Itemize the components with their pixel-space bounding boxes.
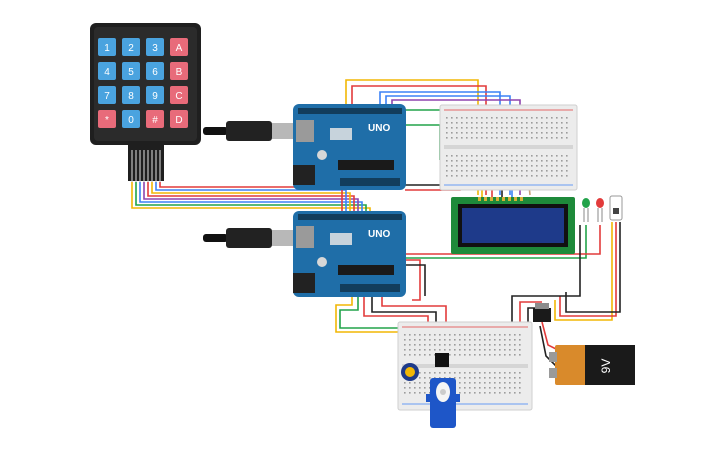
wire-keypad-6 <box>151 182 351 212</box>
keypad-key-A[interactable]: A <box>170 38 188 56</box>
battery-9v: 9V <box>549 345 635 385</box>
keypad-pins <box>131 150 161 182</box>
wire-top-7 <box>405 124 441 160</box>
usb-cable-top <box>203 121 298 141</box>
keypad-key-9[interactable]: 9 <box>146 86 164 104</box>
keypad-key-3[interactable]: 3 <box>146 38 164 56</box>
keypad-key-1[interactable]: 1 <box>98 38 116 56</box>
keypad-key-label: 2 <box>128 43 134 54</box>
keypad-key-#[interactable]: # <box>146 110 164 128</box>
led-green <box>582 198 590 222</box>
keypad-key-label: * <box>105 115 109 126</box>
led-red <box>596 198 604 222</box>
wire-keypad-7 <box>155 182 347 212</box>
voltage-regulator <box>533 303 551 322</box>
keypad-key-label: 0 <box>128 115 134 126</box>
wire-led-1 <box>405 225 587 259</box>
breadboard-bottom[interactable] <box>397 321 533 411</box>
wire-keypad-2 <box>135 182 367 212</box>
wire-bot-5 <box>381 296 447 335</box>
keypad-key-label: C <box>175 91 182 102</box>
keypad-key-label: 6 <box>152 67 158 78</box>
wire-switch-2 <box>559 222 617 317</box>
keypad-key-8[interactable]: 8 <box>122 86 140 104</box>
keypad-key-C[interactable]: C <box>170 86 188 104</box>
potentiometer[interactable] <box>401 363 419 381</box>
keypad-key-7[interactable]: 7 <box>98 86 116 104</box>
wire-keypad-8 <box>159 182 343 212</box>
keypad-key-label: 8 <box>128 91 134 102</box>
wire-bot-2 <box>339 296 420 329</box>
ic-chip <box>435 353 449 367</box>
keypad-key-*[interactable]: * <box>98 110 116 128</box>
keypad-key-label: 3 <box>152 43 158 54</box>
keypad-key-2[interactable]: 2 <box>122 38 140 56</box>
wire-bot-1 <box>335 296 412 333</box>
keypad-key-0[interactable]: 0 <box>122 110 140 128</box>
wire-switch-1 <box>554 222 613 321</box>
keypad-key-B[interactable]: B <box>170 62 188 80</box>
keypad[interactable]: 1 2 3 A 4 5 6 B 7 8 9 C * 0 # D <box>90 23 201 182</box>
wire-bot-6 <box>405 259 421 301</box>
keypad-key-label: D <box>175 115 182 126</box>
keypad-key-label: 4 <box>104 67 110 78</box>
uno-label-bottom: UNO <box>368 229 390 240</box>
keypad-key-label: 9 <box>152 91 158 102</box>
wire-bot-7 <box>405 264 426 296</box>
breadboard-top-holes <box>446 117 568 177</box>
usb-cable-bottom <box>203 228 298 248</box>
keypad-key-label: B <box>176 67 183 78</box>
arduino-uno-top[interactable]: UNO <box>293 104 406 190</box>
keypad-key-label: 5 <box>128 67 134 78</box>
wire-keypad-5 <box>147 182 355 212</box>
arduino-uno-bottom[interactable]: UNO <box>293 211 406 297</box>
keypad-key-5[interactable]: 5 <box>122 62 140 80</box>
keypad-key-label: 1 <box>104 43 110 54</box>
keypad-key-4[interactable]: 4 <box>98 62 116 80</box>
wire-keypad-1 <box>131 182 371 212</box>
battery-label: 9V <box>599 359 613 374</box>
servo-motor[interactable] <box>426 378 460 428</box>
wire-keypad-4 <box>143 182 359 212</box>
keypad-key-6[interactable]: 6 <box>146 62 164 80</box>
wire-reg-1 <box>511 225 581 335</box>
lcd-pins <box>478 197 523 201</box>
uno-label-top: UNO <box>368 123 390 134</box>
keypad-key-label: # <box>152 115 158 126</box>
wire-keypad-3 <box>139 182 363 212</box>
keypad-keys: 1 2 3 A 4 5 6 B 7 8 9 C * 0 # D <box>98 38 188 128</box>
slide-switch[interactable] <box>609 195 623 221</box>
keypad-key-label: A <box>176 43 183 54</box>
lcd-display[interactable] <box>451 197 575 254</box>
breadboard-top[interactable] <box>439 104 578 191</box>
keypad-key-D[interactable]: D <box>170 110 188 128</box>
keypad-key-label: 7 <box>104 91 110 102</box>
wire-switch-3 <box>565 222 621 313</box>
